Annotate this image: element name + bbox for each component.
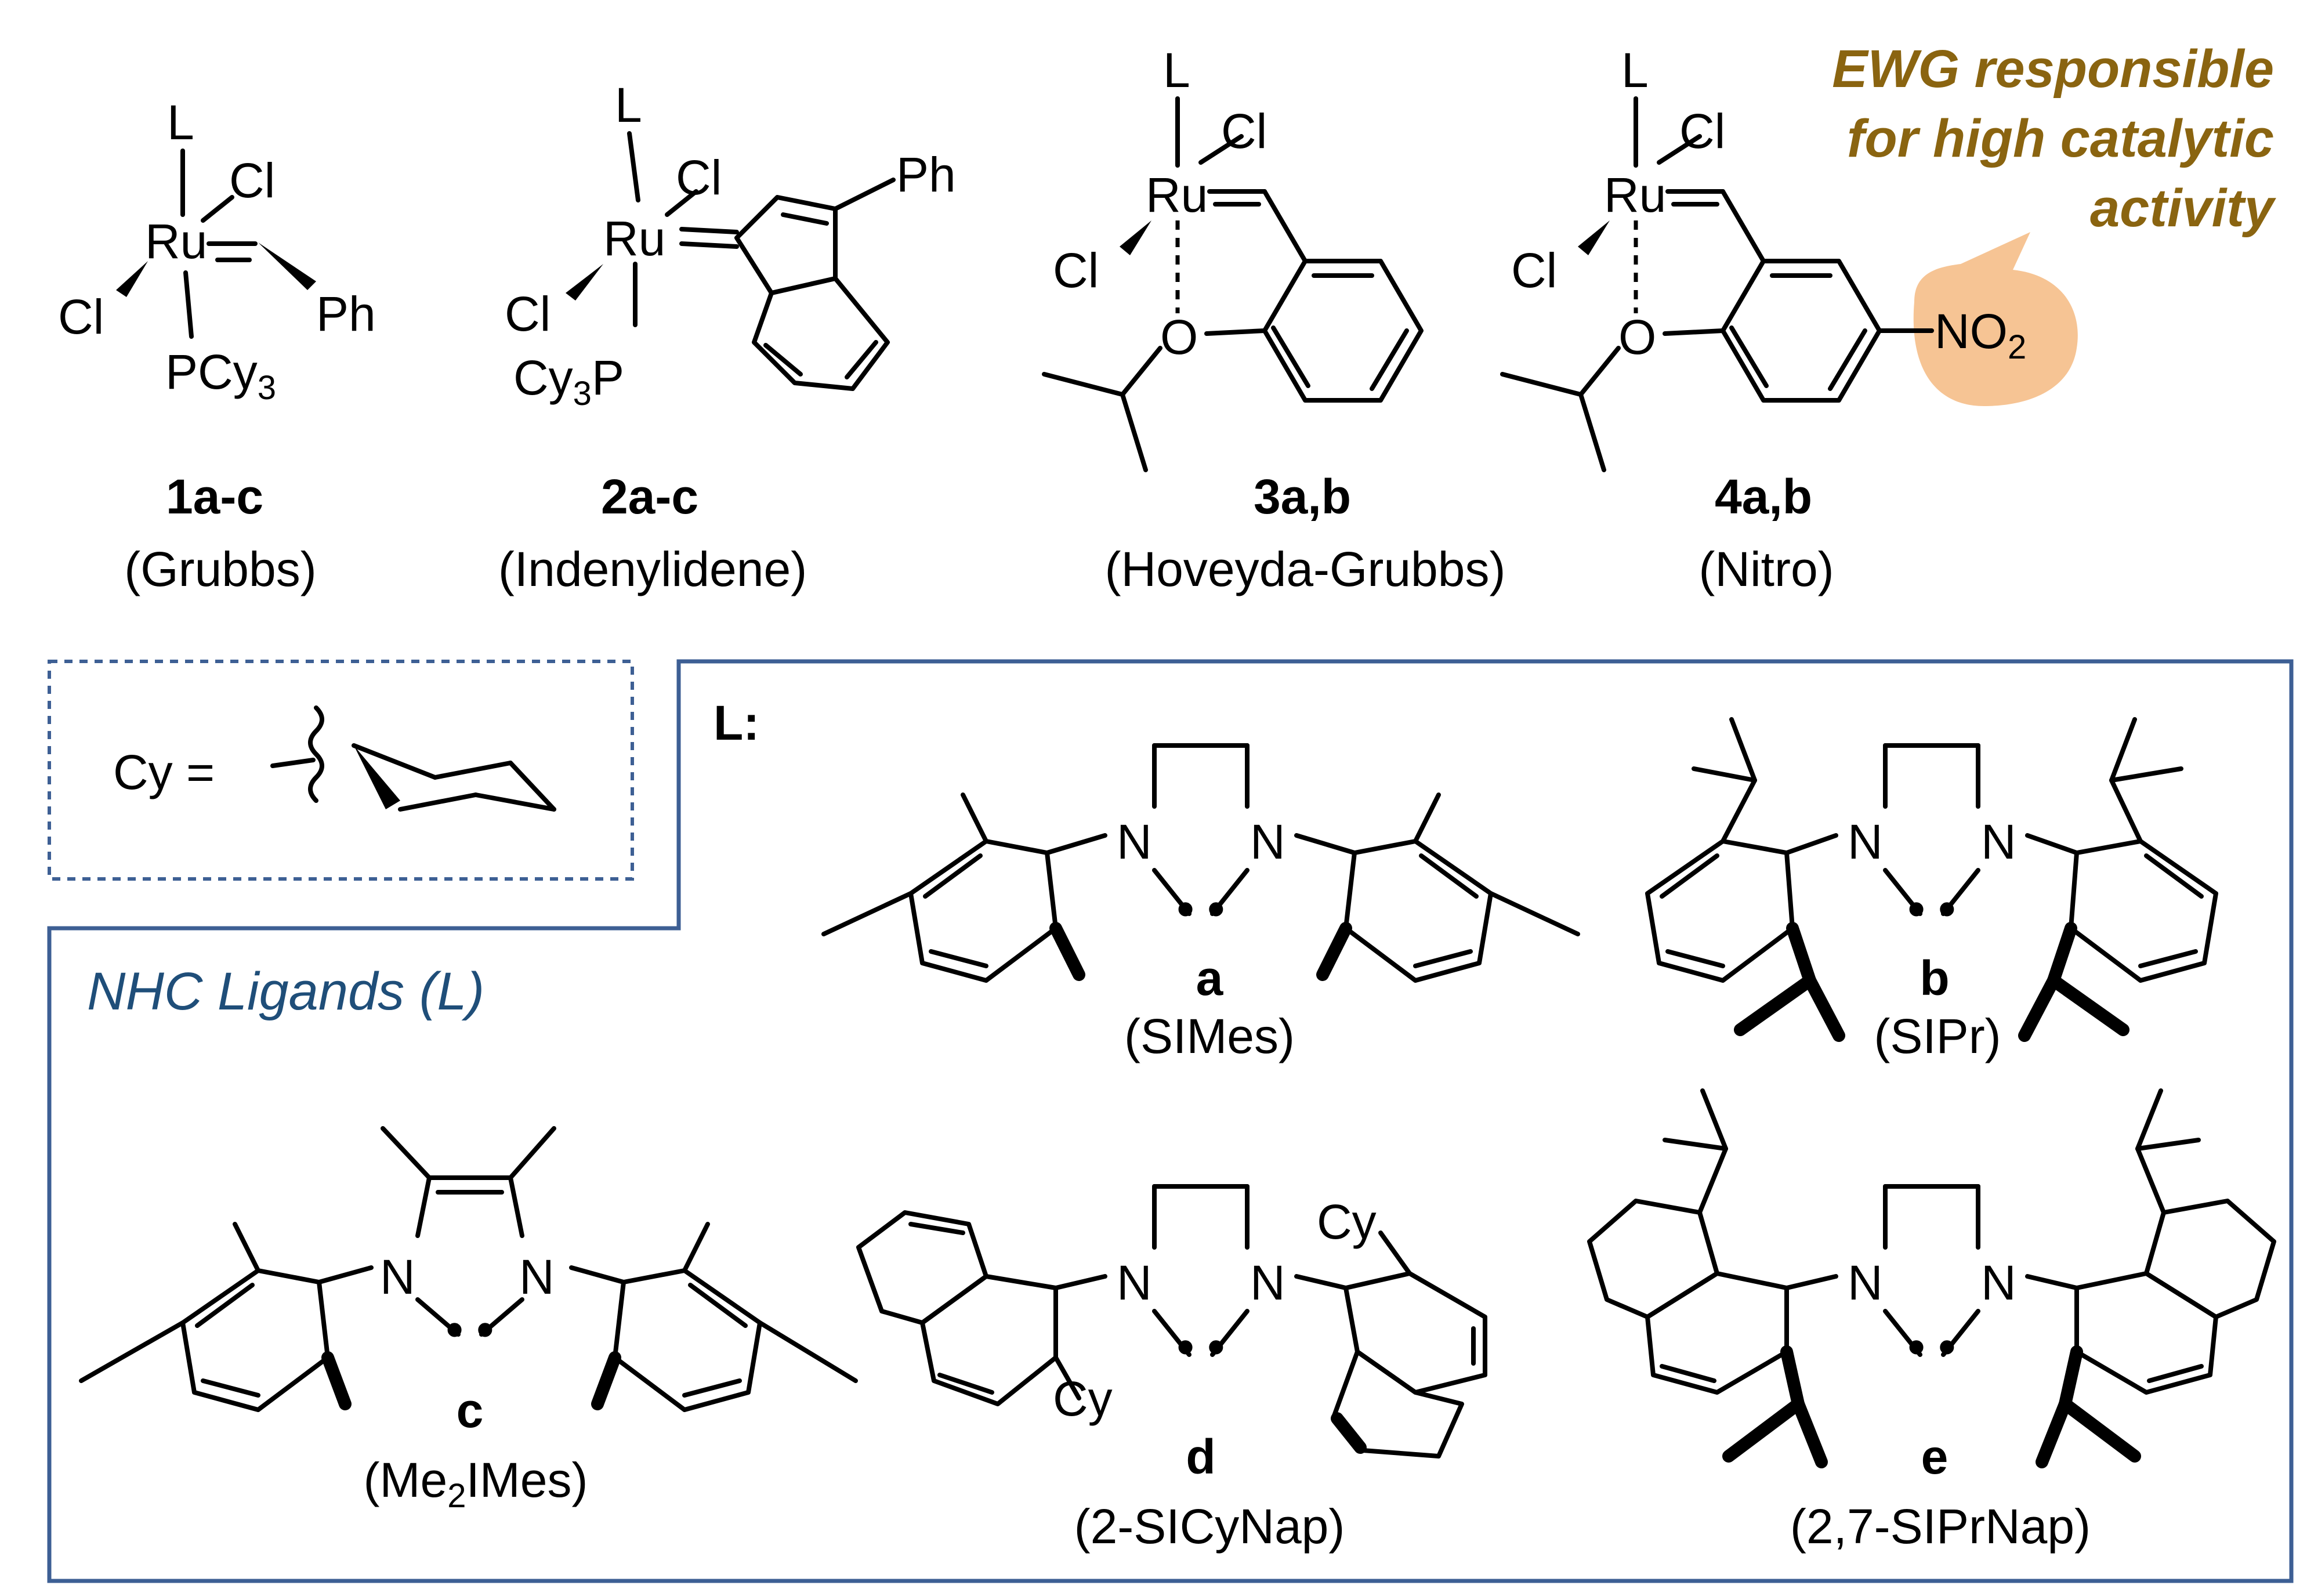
nitrogen-label: N (519, 1250, 555, 1304)
phenyl-label: Ph (316, 287, 376, 341)
oxygen-label: O (1160, 310, 1198, 364)
chloride-label: Cl (505, 287, 551, 341)
ligand-e-name: (2,7-SIPrNap) (1790, 1499, 2091, 1554)
ligand-c-structure: N N • • (79, 1126, 858, 1412)
carbene-lone-pair: • • (446, 1302, 494, 1356)
catalyst-2-name: (Indenylidene) (498, 542, 807, 596)
ewg-callout-line-1: EWG responsible (1832, 39, 2274, 99)
phosphine-label: PCy3 (165, 345, 276, 407)
chloride-label: Cl (1511, 243, 1557, 298)
ewg-callout-line-3: activity (2090, 179, 2276, 238)
carbene-lone-pair: • • (1908, 881, 1955, 936)
nitrogen-label: N (1848, 1255, 1883, 1310)
cyclohexyl-structure (270, 705, 556, 812)
chloride-label: Cl (229, 153, 275, 208)
chloride-label: Cl (1221, 104, 1267, 158)
ligand-c-name: (Me2IMes) (364, 1453, 588, 1515)
ligand-L-label: L (1621, 43, 1649, 97)
ruthenium-label: Ru (603, 211, 665, 266)
nhc-ligand-panel (47, 659, 2294, 1583)
nitro-group-label: NO2 (1935, 304, 2026, 366)
chloride-label: Cl (1679, 104, 1725, 158)
nitrogen-label: N (1117, 1255, 1152, 1310)
nitro-highlight-balloon (1913, 232, 2078, 406)
phenyl-label: Ph (896, 147, 956, 202)
phosphine-label: Cy3P (513, 350, 624, 412)
ligand-L-label: L (615, 78, 642, 132)
nitrogen-label: N (1250, 815, 1285, 869)
catalyst-1-name: (Grubbs) (124, 542, 316, 596)
chloride-label: Cl (1053, 243, 1099, 298)
ligand-d-name: (2-SICyNap) (1074, 1499, 1345, 1554)
nitrogen-label: N (1981, 1255, 2016, 1310)
catalyst-2-structure: L Cl Ru Cl Ph Cy3P (505, 78, 956, 412)
nhc-panel-title: NHC Ligands (L) (87, 962, 484, 1021)
ligand-b-letter: b (1920, 951, 1949, 1005)
cyclohexyl-label: Cy (1053, 1371, 1113, 1426)
carbene-lone-pair: • • (1177, 1319, 1225, 1374)
catalyst-1-structure: L Cl Ru Cl Ph PCy3 (58, 95, 376, 407)
carbene-lone-pair: • • (1908, 1319, 1955, 1374)
nitrogen-label: N (1250, 1255, 1285, 1310)
ligand-c-letter: c (457, 1383, 484, 1438)
ligand-L-label: L (167, 95, 194, 150)
ligand-d-structure: N N Cy Cy • • (856, 1184, 1487, 1459)
ligand-a-structure: N N • • (821, 743, 1580, 983)
nitrogen-label: N (1981, 815, 2016, 869)
cy-definition-label: Cy = (113, 745, 215, 799)
catalyst-3-name: (Hoveyda-Grubbs) (1105, 542, 1506, 596)
ligand-a-name: (SIMes) (1124, 1009, 1295, 1063)
oxygen-label: O (1618, 310, 1656, 364)
chloride-label: Cl (676, 150, 722, 205)
carbene-lone-pair: • • (1177, 881, 1225, 936)
catalyst-3-structure: L Cl Ru Cl O (1042, 43, 1424, 472)
catalyst-1-id: 1a-c (166, 469, 263, 524)
chloride-label: Cl (58, 289, 104, 344)
cy-definition-box (48, 660, 634, 881)
ligand-header: L: (714, 696, 759, 750)
ligand-e-letter: e (1921, 1429, 1949, 1484)
catalyst-4-structure: L Cl Ru Cl O NO2 (1500, 43, 2078, 472)
catalyst-4-name: (Nitro) (1698, 542, 1834, 596)
catalyst-2-id: 2a-c (601, 469, 698, 524)
cyclohexyl-label: Cy (1317, 1195, 1377, 1249)
ligand-d-letter: d (1186, 1429, 1215, 1484)
nitrogen-label: N (1848, 815, 1883, 869)
ligand-e-structure: N N • • (1587, 1088, 2276, 1468)
ligand-b-name: (SIPr) (1874, 1009, 2001, 1063)
catalyst-4-id: 4a,b (1715, 469, 1812, 524)
catalyst-3-id: 3a,b (1254, 469, 1351, 524)
ewg-callout-line-2: for high catalytic (1847, 109, 2274, 168)
ruthenium-label: Ru (1604, 168, 1666, 222)
ligand-L-label: L (1163, 43, 1190, 97)
ruthenium-label: Ru (1146, 168, 1208, 222)
ruthenium-label: Ru (145, 214, 207, 269)
nitrogen-label: N (380, 1250, 415, 1304)
ligand-a-letter: a (1196, 951, 1224, 1005)
nitrogen-label: N (1117, 815, 1152, 869)
ligand-b-structure: N N • • (1645, 717, 2218, 1042)
